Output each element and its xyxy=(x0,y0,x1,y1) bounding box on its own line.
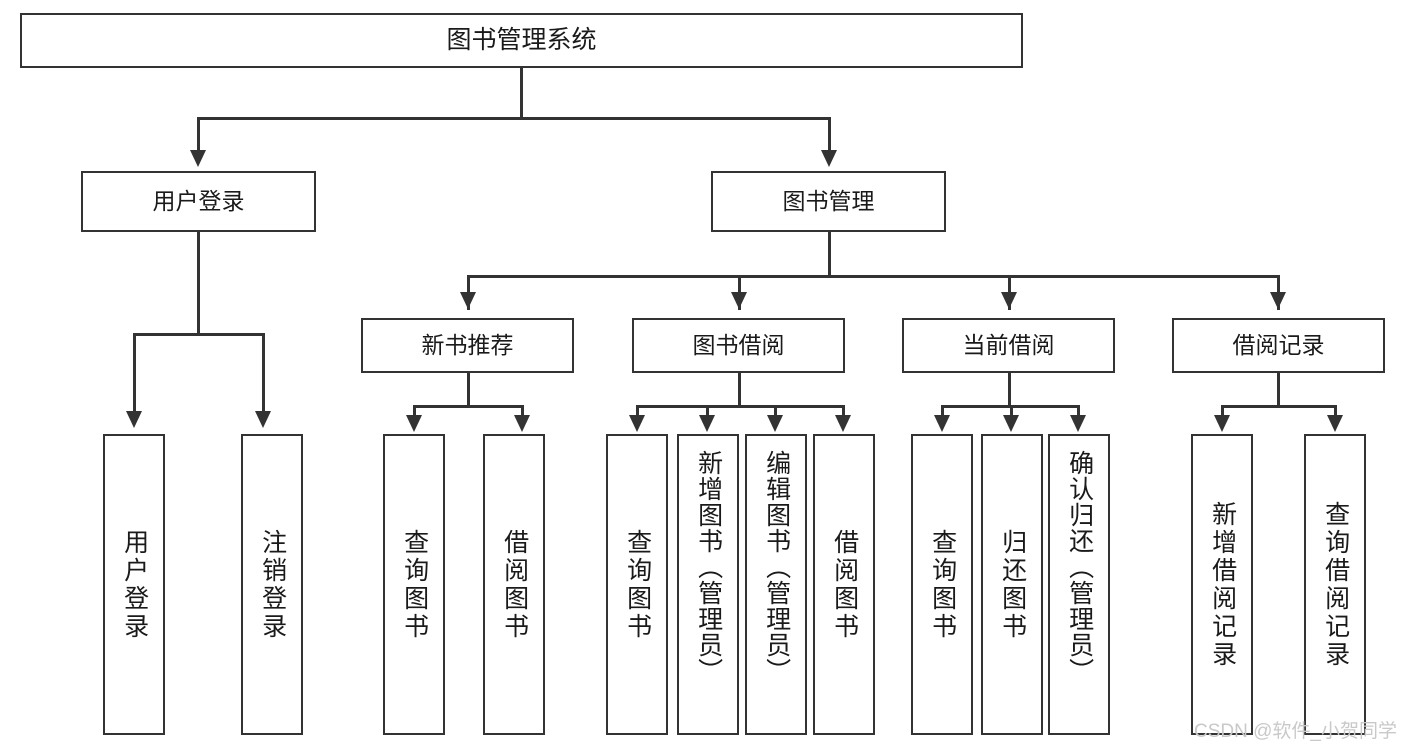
node-label: 用户登录 xyxy=(152,188,245,215)
connector-borrow-record-bar xyxy=(1221,405,1336,408)
connector-new-book-stem xyxy=(467,373,470,407)
arrowhead-leaf-borrow-book-1 xyxy=(514,415,530,432)
arrowhead-new-book-recommend xyxy=(460,292,476,309)
arrowhead-leaf-query-record xyxy=(1327,415,1343,432)
leaf-label: 借阅图书 xyxy=(830,528,859,641)
connector-root-stem xyxy=(520,68,523,119)
node-label: 图书管理系统 xyxy=(446,25,597,54)
leaf-label: 查询图书 xyxy=(623,528,652,641)
arrowhead-borrow-record xyxy=(1270,292,1286,309)
arrowhead-leaf-borrow-book-2 xyxy=(835,415,851,432)
connector-root-to-book-manage xyxy=(828,117,831,152)
arrowhead-leaf-confirm-return xyxy=(1070,415,1086,432)
leaf-node-query-book-3[interactable]: 查询图书 xyxy=(911,434,973,735)
connector-borrow-record-to-leaf-1 xyxy=(1221,405,1224,419)
node-borrow-record[interactable]: 借阅记录 xyxy=(1172,318,1385,373)
connector-book-borrow-to-leaf-3 xyxy=(774,405,777,419)
arrowhead-leaf-user-login xyxy=(126,411,142,428)
node-label: 借阅记录 xyxy=(1232,332,1325,359)
connector-book-borrow-stem xyxy=(738,373,741,407)
connector-user-login-bar xyxy=(133,333,264,336)
connector-book-manage-stem xyxy=(828,232,831,277)
node-label: 当前借阅 xyxy=(962,332,1055,359)
connector-new-book-to-leaf-1 xyxy=(413,405,416,419)
connector-book-borrow-to-leaf-4 xyxy=(842,405,845,419)
leaf-label: 归还图书 xyxy=(998,528,1027,641)
node-current-borrow[interactable]: 当前借阅 xyxy=(902,318,1115,373)
leaf-node-return-book[interactable]: 归还图书 xyxy=(981,434,1043,735)
node-book-manage[interactable]: 图书管理 xyxy=(711,171,946,232)
leaf-node-add-record[interactable]: 新增借阅记录 xyxy=(1191,434,1253,735)
node-new-book-recommend[interactable]: 新书推荐 xyxy=(361,318,574,373)
connector-book-borrow-to-leaf-2 xyxy=(706,405,709,419)
connector-current-borrow-to-leaf-3 xyxy=(1077,405,1080,419)
arrowhead-book-manage xyxy=(821,150,837,167)
connector-book-manage-bar xyxy=(467,275,1279,278)
connector-root-to-user-login xyxy=(197,117,200,152)
leaf-label: 查询图书 xyxy=(928,528,957,641)
connector-borrow-record-stem xyxy=(1277,373,1280,407)
leaf-node-query-book-1[interactable]: 查询图书 xyxy=(383,434,445,735)
node-label: 图书管理 xyxy=(782,188,875,215)
connector-root-bar xyxy=(197,117,831,120)
node-root-book-management-system[interactable]: 图书管理系统 xyxy=(20,13,1023,68)
connector-user-login-to-leaf-2 xyxy=(262,333,265,413)
connector-user-login-stem xyxy=(197,232,200,335)
arrowhead-book-borrow xyxy=(731,292,747,309)
node-label: 图书借阅 xyxy=(692,332,785,359)
leaf-label: 用户登录 xyxy=(120,528,149,641)
leaf-node-borrow-book-1[interactable]: 借阅图书 xyxy=(483,434,545,735)
leaf-node-query-book-2[interactable]: 查询图书 xyxy=(606,434,668,735)
node-label: 新书推荐 xyxy=(421,332,514,359)
leaf-label: 新增借阅记录 xyxy=(1208,500,1237,669)
node-user-login[interactable]: 用户登录 xyxy=(81,171,316,232)
leaf-label: 编辑图书（管理员） xyxy=(762,450,791,684)
leaf-node-query-record[interactable]: 查询借阅记录 xyxy=(1304,434,1366,735)
arrowhead-leaf-edit-book xyxy=(767,415,783,432)
connector-book-borrow-to-leaf-1 xyxy=(636,405,639,419)
arrowhead-leaf-add-book xyxy=(699,415,715,432)
leaf-node-user-login[interactable]: 用户登录 xyxy=(103,434,165,735)
arrowhead-user-login xyxy=(190,150,206,167)
leaf-label: 新增图书（管理员） xyxy=(694,450,723,684)
connector-current-borrow-to-leaf-2 xyxy=(1010,405,1013,419)
connector-current-borrow-to-leaf-1 xyxy=(941,405,944,419)
leaf-label: 注销登录 xyxy=(258,528,287,641)
leaf-node-borrow-book-2[interactable]: 借阅图书 xyxy=(813,434,875,735)
leaf-node-confirm-return[interactable]: 确认归还（管理员） xyxy=(1048,434,1110,735)
connector-book-borrow-bar xyxy=(636,405,844,408)
leaf-node-add-book[interactable]: 新增图书（管理员） xyxy=(677,434,739,735)
arrowhead-current-borrow xyxy=(1001,292,1017,309)
leaf-label: 查询图书 xyxy=(400,528,429,641)
arrowhead-leaf-query-book-2 xyxy=(629,415,645,432)
node-book-borrow[interactable]: 图书借阅 xyxy=(632,318,845,373)
arrowhead-leaf-query-book-1 xyxy=(406,415,422,432)
connector-new-book-bar xyxy=(413,405,524,408)
arrowhead-leaf-add-record xyxy=(1214,415,1230,432)
leaf-node-logout-login[interactable]: 注销登录 xyxy=(241,434,303,735)
connector-current-borrow-stem xyxy=(1008,373,1011,407)
arrowhead-leaf-query-book-3 xyxy=(934,415,950,432)
connector-user-login-to-leaf-1 xyxy=(133,333,136,413)
leaf-label: 确认归还（管理员） xyxy=(1065,450,1094,684)
leaf-node-edit-book[interactable]: 编辑图书（管理员） xyxy=(745,434,807,735)
connector-borrow-record-to-leaf-2 xyxy=(1334,405,1337,419)
arrowhead-leaf-return-book xyxy=(1003,415,1019,432)
arrowhead-leaf-logout-login xyxy=(255,411,271,428)
leaf-label: 借阅图书 xyxy=(500,528,529,641)
connector-new-book-to-leaf-2 xyxy=(521,405,524,419)
leaf-label: 查询借阅记录 xyxy=(1321,500,1350,669)
